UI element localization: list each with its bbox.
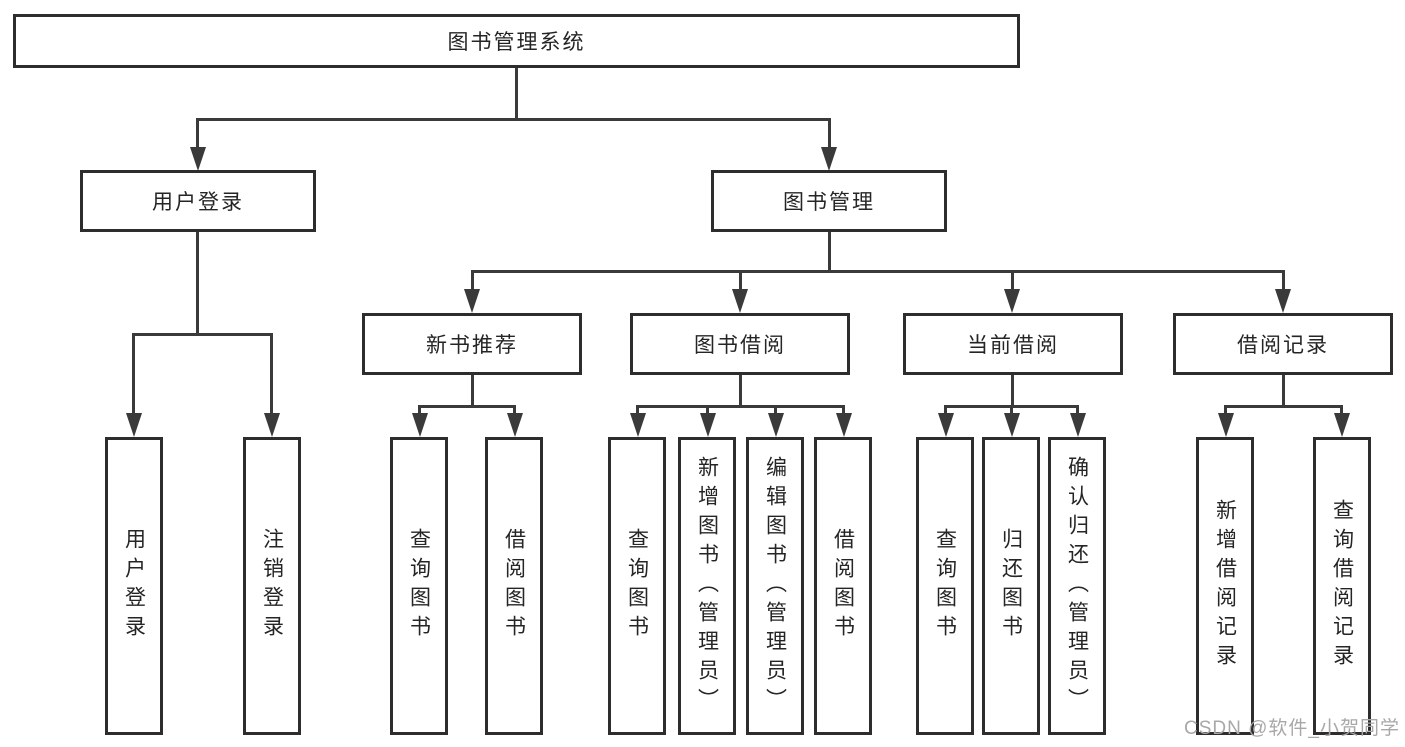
arrowhead-down-icon — [126, 413, 142, 437]
leaf-label: 注销登录 — [260, 528, 284, 644]
leaf-confirm-return-admin: 确认归还（管理员） — [1048, 437, 1106, 735]
leaf-label: 查询图书 — [625, 528, 649, 644]
node-label: 用户登录 — [152, 191, 244, 214]
arrowhead-down-icon — [1218, 413, 1234, 437]
arrowhead-down-icon — [264, 413, 280, 437]
arrowhead-down-icon — [412, 413, 428, 437]
connector-line — [418, 405, 515, 408]
connector-line — [471, 270, 1284, 273]
leaf-return-book: 归还图书 — [982, 437, 1040, 735]
connector-line — [636, 405, 639, 417]
node-root-system: 图书管理系统 — [13, 14, 1020, 68]
node-user-login: 用户登录 — [80, 170, 316, 232]
leaf-add-borrow-record: 新增借阅记录 — [1196, 437, 1254, 735]
leaf-query-books-borrow: 查询图书 — [608, 437, 666, 735]
connector-line — [471, 270, 474, 291]
leaf-label: 编辑图书（管理员） — [763, 455, 787, 717]
leaf-query-books-current: 查询图书 — [916, 437, 974, 735]
leaf-query-borrow-record: 查询借阅记录 — [1313, 437, 1371, 735]
connector-line — [1340, 405, 1343, 417]
arrowhead-down-icon — [464, 289, 480, 313]
connector-line — [828, 118, 831, 150]
node-label: 新书推荐 — [426, 334, 518, 357]
connector-line — [196, 232, 199, 335]
arrowhead-down-icon — [732, 289, 748, 313]
leaf-label: 借阅图书 — [502, 528, 526, 644]
connector-line — [828, 232, 831, 273]
leaf-label: 用户登录 — [122, 528, 146, 644]
node-book-borrowing: 图书借阅 — [630, 313, 850, 375]
connector-line — [471, 373, 474, 407]
connector-line — [132, 333, 135, 415]
leaf-borrow-books: 借阅图书 — [814, 437, 872, 735]
connector-line — [944, 405, 947, 417]
connector-line — [1076, 405, 1079, 417]
node-new-book-recommend: 新书推荐 — [362, 313, 582, 375]
connector-line — [1224, 405, 1227, 417]
csdn-watermark: CSDN @软件_小贺同学 — [1184, 718, 1400, 739]
connector-line — [270, 333, 273, 415]
arrowhead-down-icon — [836, 413, 852, 437]
arrowhead-down-icon — [190, 147, 206, 171]
leaf-label: 新增借阅记录 — [1213, 499, 1237, 673]
leaf-label: 新增图书（管理员） — [695, 455, 719, 717]
leaf-label: 归还图书 — [999, 528, 1023, 644]
leaf-query-books-recommend: 查询图书 — [390, 437, 448, 735]
node-label: 图书管理 — [783, 191, 875, 214]
arrowhead-down-icon — [821, 147, 837, 171]
connector-line — [1010, 405, 1013, 417]
leaf-label: 查询借阅记录 — [1330, 499, 1354, 673]
connector-line — [1282, 270, 1285, 291]
leaf-label: 确认归还（管理员） — [1065, 455, 1089, 717]
node-book-management: 图书管理 — [711, 170, 947, 232]
leaf-borrow-books-recommend: 借阅图书 — [485, 437, 543, 735]
connector-line — [515, 68, 518, 120]
arrowhead-down-icon — [938, 413, 954, 437]
connector-line — [1011, 373, 1014, 407]
connector-line — [706, 405, 709, 417]
leaf-add-book-admin: 新增图书（管理员） — [678, 437, 736, 735]
leaf-edit-book-admin: 编辑图书（管理员） — [746, 437, 804, 735]
connector-line — [513, 405, 516, 417]
connector-line — [1011, 270, 1014, 291]
connector-line — [739, 373, 742, 407]
node-label: 当前借阅 — [967, 334, 1059, 357]
connector-line — [1282, 373, 1285, 407]
arrowhead-down-icon — [507, 413, 523, 437]
node-label: 图书借阅 — [694, 334, 786, 357]
connector-line — [842, 405, 845, 417]
arrowhead-down-icon — [1275, 289, 1291, 313]
leaf-label: 查询图书 — [407, 528, 431, 644]
connector-line — [739, 270, 742, 291]
arrowhead-down-icon — [768, 413, 784, 437]
leaf-label: 借阅图书 — [831, 528, 855, 644]
connector-line — [132, 333, 272, 336]
connector-line — [196, 118, 199, 150]
arrowhead-down-icon — [630, 413, 646, 437]
leaf-logout: 注销登录 — [243, 437, 301, 735]
arrowhead-down-icon — [1070, 413, 1086, 437]
connector-line — [774, 405, 777, 417]
node-label: 图书管理系统 — [447, 31, 586, 54]
connector-line — [1224, 405, 1342, 408]
leaf-user-login: 用户登录 — [105, 437, 163, 735]
leaf-label: 查询图书 — [933, 528, 957, 644]
node-borrowing-records: 借阅记录 — [1173, 313, 1393, 375]
connector-line — [636, 405, 844, 408]
arrowhead-down-icon — [700, 413, 716, 437]
connector-line — [418, 405, 421, 417]
node-current-borrowing: 当前借阅 — [903, 313, 1123, 375]
node-label: 借阅记录 — [1237, 334, 1329, 357]
connector-line — [196, 118, 831, 121]
arrowhead-down-icon — [1004, 413, 1020, 437]
arrowhead-down-icon — [1334, 413, 1350, 437]
arrowhead-down-icon — [1004, 289, 1020, 313]
